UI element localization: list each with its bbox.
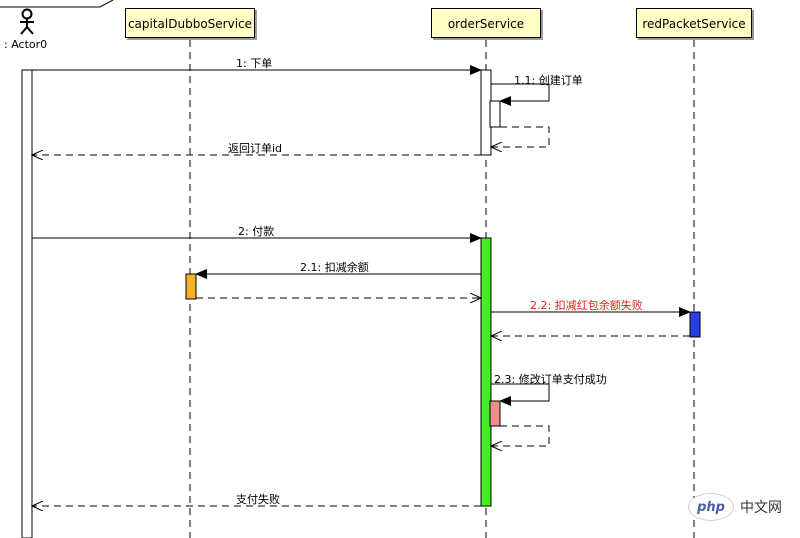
activation-order-update-self [489, 400, 501, 427]
label-deduct-balance: 2.1: 扣减余额 [300, 261, 369, 274]
label-payment: 2: 付款 [238, 225, 275, 238]
arrow-update-order [491, 383, 550, 406]
label-return-order-id: 返回订单id [228, 142, 283, 155]
watermark-logo: php [688, 493, 734, 521]
label-payment-failed: 支付失败 [236, 493, 280, 506]
arrow-create-order [491, 83, 550, 106]
label-deduct-red-packet: 2.2: 扣减红包余额失败 [530, 299, 643, 312]
frame-corner [0, 0, 114, 8]
participant-capital: capitalDubboService [125, 8, 255, 38]
activation-red [689, 311, 701, 338]
actor-figure [20, 8, 34, 35]
participant-red: redPacketService [636, 8, 752, 38]
activation-capital [185, 273, 197, 300]
watermark: php 中文网 [688, 492, 782, 522]
participant-actor-label: : Actor0 [4, 38, 48, 51]
activation-actor [21, 69, 33, 538]
label-place-order: 1: 下单 [236, 57, 273, 70]
watermark-text: 中文网 [740, 500, 782, 516]
participant-order-label: orderService [447, 17, 525, 31]
participant-capital-label: capitalDubboService [127, 17, 253, 31]
return-create-order [491, 126, 550, 147]
return-update-order [491, 425, 550, 446]
activation-order-payment [480, 237, 492, 507]
activation-order-create-self [489, 100, 501, 128]
label-update-order: 2.3: 修改订单支付成功 [494, 373, 607, 386]
participant-order: orderService [431, 8, 541, 38]
label-create-order: 1.1: 创建订单 [514, 74, 583, 87]
participant-red-label: redPacketService [642, 17, 746, 31]
